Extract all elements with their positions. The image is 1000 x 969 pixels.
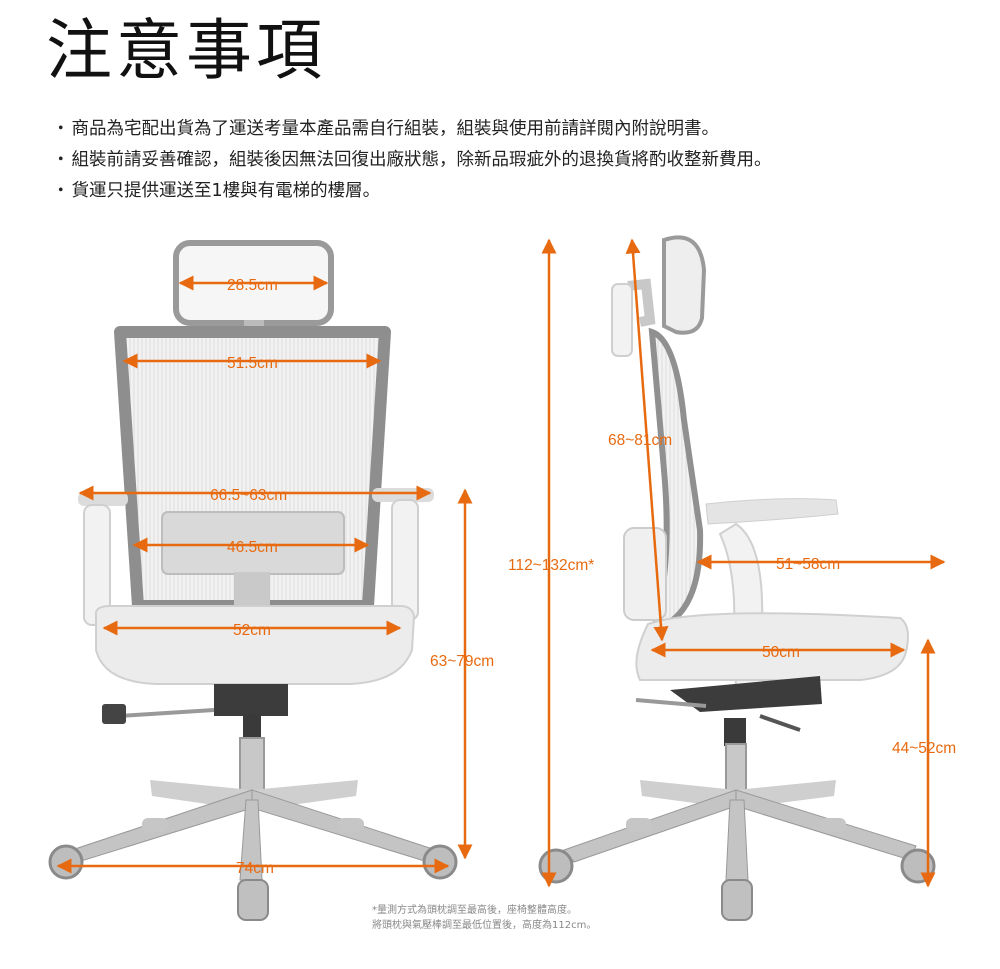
headrest-width-label: 28.5cm — [227, 277, 278, 294]
notice-item: 貨運只提供運送至1樓與有電梯的樓層。 — [52, 176, 772, 207]
side-chair-illustration — [538, 235, 936, 921]
footnote-line-1: *量測方式為頭枕調至最高後，座椅整體高度。 — [372, 903, 577, 916]
seat-depth-label: 50cm — [762, 644, 800, 661]
footnote-line-2: 將頭枕與氣壓棒調至最低位置後，高度為112cm。 — [372, 918, 596, 931]
page-title: 注意事項 — [46, 12, 326, 89]
side-dimension-labels: 112~132cm* 68~81cm 51~58cm 50cm 44~52cm — [508, 432, 956, 757]
lumbar-width-label: 46.5cm — [227, 539, 278, 556]
backrest-width-label: 51.5cm — [227, 355, 278, 372]
notice-item: 組裝前請妥善確認，組裝後因無法回復出廠狀態，除新品瑕疵外的退換貨將酌收整新費用。 — [52, 145, 772, 176]
notice-item: 商品為宅配出貨為了運送考量本產品需自行組裝，組裝與使用前請詳閱內附說明書。 — [52, 114, 772, 145]
armrest-span-label: 66.5~63cm — [210, 487, 287, 504]
base-diameter-label: 74cm — [236, 860, 274, 877]
footnote: *量測方式為頭枕調至最高後，座椅整體高度。 將頭枕與氣壓棒調至最低位置後，高度為… — [372, 903, 596, 931]
overall-depth-label: 51~58cm — [776, 556, 840, 573]
seat-height-label: 44~52cm — [892, 740, 956, 757]
total-height-label: 112~132cm* — [508, 557, 594, 574]
seat-width-label: 52cm — [233, 622, 271, 639]
back-height-label: 68~81cm — [608, 432, 672, 449]
front-dimension-lines — [56, 275, 473, 874]
front-dimension-labels: 28.5cm 51.5cm 66.5~63cm 46.5cm 52cm 63~7… — [210, 277, 494, 877]
side-dimension-lines — [541, 238, 946, 888]
armrest-height-label: 63~79cm — [430, 653, 494, 670]
front-chair-illustration — [48, 240, 458, 921]
notice-list: 商品為宅配出貨為了運送考量本產品需自行組裝，組裝與使用前請詳閱內附說明書。 組裝… — [52, 114, 772, 207]
